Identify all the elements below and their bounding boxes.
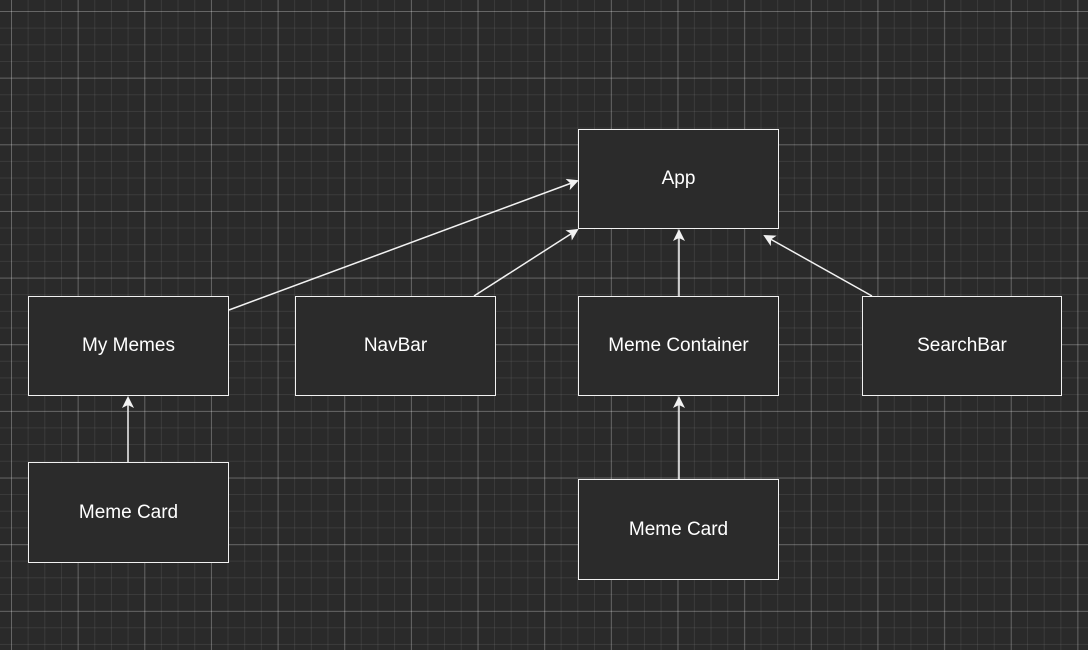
node-app-label: App <box>661 168 696 189</box>
node-meme-card-right[interactable]: Meme Card <box>578 479 779 580</box>
node-meme-card-right-label: Meme Card <box>628 518 729 540</box>
node-app[interactable]: App <box>578 129 779 229</box>
node-searchbar[interactable]: SearchBar <box>862 296 1062 396</box>
node-meme-card-left[interactable]: Meme Card <box>28 462 229 563</box>
node-meme-container[interactable]: Meme Container <box>578 296 779 396</box>
node-navbar[interactable]: NavBar <box>295 296 496 396</box>
node-my-memes[interactable]: My Memes <box>28 296 229 396</box>
node-meme-container-label: Meme Container <box>608 335 749 356</box>
node-my-memes-label: My Memes <box>82 335 175 356</box>
node-meme-card-left-label: Meme Card <box>78 501 179 523</box>
node-navbar-label: NavBar <box>363 335 428 356</box>
node-searchbar-label: SearchBar <box>917 335 1007 356</box>
edge-searchbar-to-app[interactable] <box>763 235 873 297</box>
edge-my-memes-to-app[interactable] <box>228 178 579 311</box>
edge-navbar-to-app[interactable] <box>473 228 579 297</box>
